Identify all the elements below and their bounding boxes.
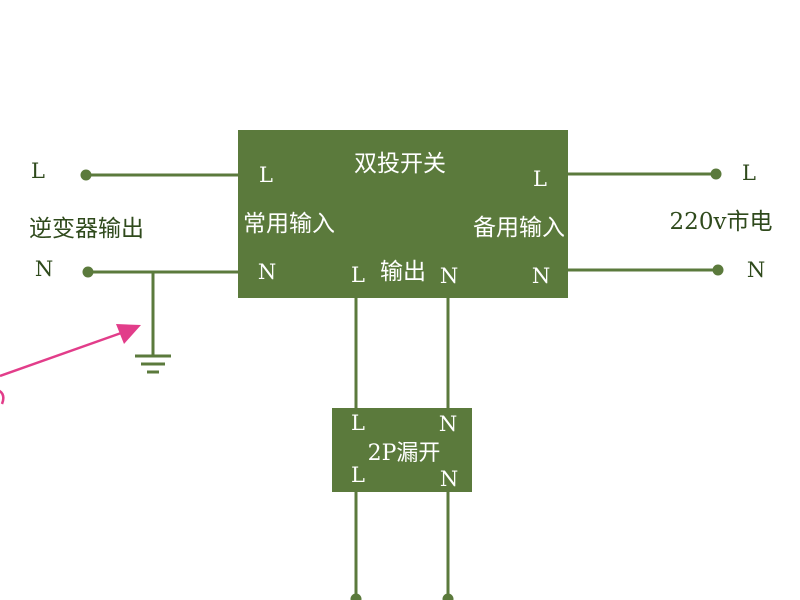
breaker-pin-top-n: N <box>439 412 457 436</box>
ats-pin-left-n: N <box>258 260 276 284</box>
terminal-left-n <box>82 266 94 278</box>
ats-pin-out-n: N <box>440 264 458 288</box>
ats-pin-right-n: N <box>532 264 550 288</box>
ats-pin-left-l: L <box>259 163 273 187</box>
right-line-n-label: N <box>747 258 765 282</box>
cutoff-mark-icon <box>0 389 5 405</box>
breaker-pin-top-l: L <box>351 411 365 435</box>
right-line-l-label: L <box>742 161 756 185</box>
breaker-box <box>332 408 472 492</box>
breaker-pin-bot-n: N <box>440 467 458 491</box>
terminals <box>80 168 724 600</box>
terminal-right-l <box>710 168 722 180</box>
breaker-pin-bot-l: L <box>351 463 365 487</box>
right-source-name: 220v市电 <box>670 209 773 235</box>
wires <box>86 172 718 600</box>
ats-pin-right-l: L <box>533 167 547 191</box>
ats-backup-input: 备用输入 <box>473 215 565 241</box>
terminal-right-n <box>712 264 724 276</box>
left-line-n-label: N <box>35 257 53 281</box>
ats-title: 双投开关 <box>354 151 446 177</box>
pointer-arrow-icon <box>0 324 141 378</box>
ats-box <box>238 130 568 298</box>
ats-pin-out-l: L <box>351 263 365 287</box>
breaker-label: 2P漏开 <box>368 441 441 466</box>
left-source-name: 逆变器输出 <box>29 216 144 242</box>
terminal-load-n <box>442 593 454 600</box>
terminal-left-l <box>80 169 92 181</box>
ats-output: 输出 <box>380 259 426 285</box>
ground-icon <box>135 354 171 374</box>
terminal-load-l <box>350 593 362 600</box>
ats-common-input: 常用输入 <box>243 211 335 237</box>
left-line-l-label: L <box>31 159 45 183</box>
